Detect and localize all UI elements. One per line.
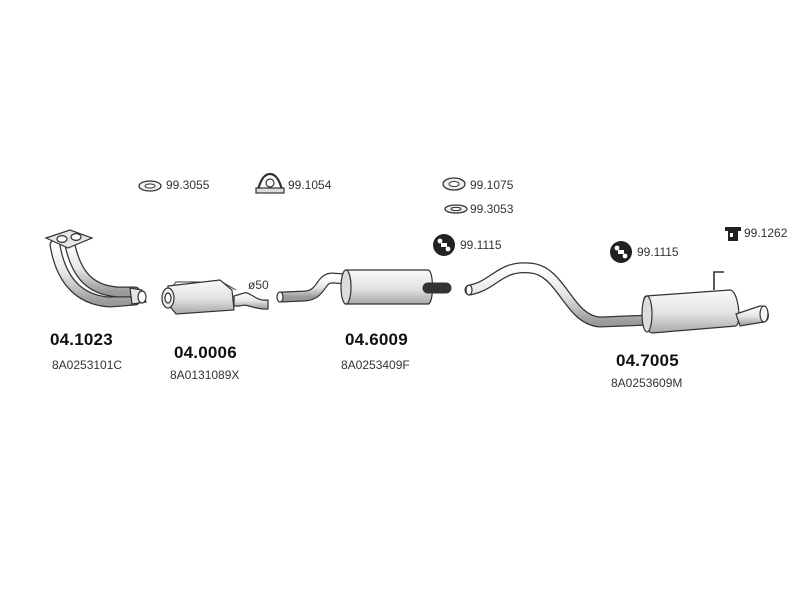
oem-number-front-pipe: 8A0253101C	[52, 358, 123, 372]
pipe-diameter-label: ø50	[248, 278, 269, 292]
hardware-label-bracket: 99.1262	[744, 226, 788, 240]
hardware-label-clamp-a: 99.3055	[166, 178, 210, 192]
oem-number-rear-silencer: 8A0253609M	[611, 376, 683, 390]
hardware-label-mount-b: 99.1115	[637, 245, 679, 259]
hardware-label-clamp-b: 99.1054	[288, 178, 332, 192]
clamp-ring-icon	[138, 180, 162, 192]
part-number-rear-silencer: 04.7005	[616, 351, 679, 370]
rubber-mount-icon-2	[610, 241, 632, 263]
front-silencer-drawing	[276, 269, 452, 305]
u-clamp-icon	[255, 172, 285, 194]
part-number-front-pipe: 04.1023	[50, 330, 113, 349]
part-number-catalyst: 04.0006	[174, 343, 237, 362]
bracket-icon	[725, 227, 741, 241]
hardware-label-ring-a: 99.1075	[470, 178, 514, 192]
oem-number-front-silencer: 8A0253409F	[341, 358, 410, 372]
hardware-label-ring-b: 99.3053	[470, 202, 514, 216]
rear-silencer-drawing	[464, 262, 769, 334]
front-pipe-drawing	[44, 229, 147, 308]
part-number-front-silencer: 04.6009	[345, 330, 408, 349]
catalytic-converter-drawing	[161, 279, 269, 315]
rubber-mount-icon	[433, 234, 455, 256]
hardware-label-mount-a: 99.1115	[460, 238, 502, 252]
gasket-ring-icon	[442, 177, 466, 191]
seal-ring-icon	[444, 204, 468, 214]
oem-number-catalyst: 8A0131089X	[170, 368, 240, 382]
